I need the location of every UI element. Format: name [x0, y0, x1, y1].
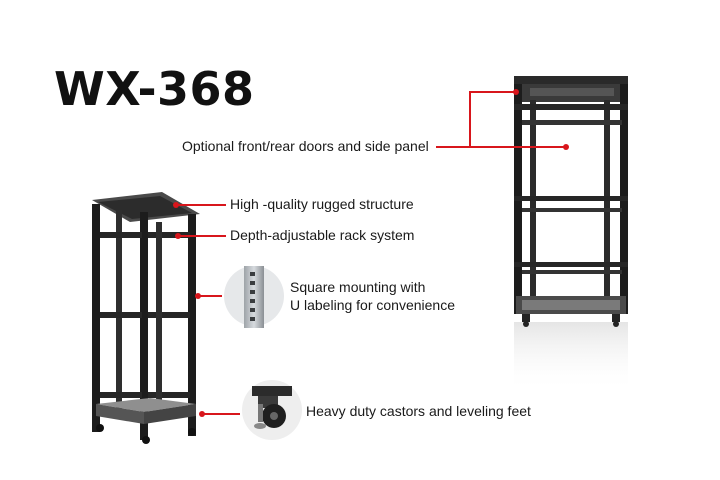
callout-mounting-label-line1: Square mounting with: [290, 279, 426, 295]
callout-castors-label: Heavy duty castors and leveling feet: [306, 403, 531, 419]
callout-structure-label: High -quality rugged structure: [230, 196, 414, 212]
model-title: WX-368: [54, 62, 255, 116]
callout-dot-structure: [173, 202, 179, 208]
callout-dot-rack-system: [175, 233, 181, 239]
callout-lines: [176, 91, 566, 415]
callout-dot-doors: [563, 144, 569, 150]
castor-closeup: [242, 380, 302, 440]
callout-dot-mounting: [195, 293, 201, 299]
rack-frame-main: [92, 192, 200, 444]
callout-dot-castors: [199, 411, 205, 417]
callout-doors-label: Optional front/rear doors and side panel: [182, 138, 429, 154]
callout-rack-system-label: Depth-adjustable rack system: [230, 227, 415, 243]
callout-dots: [173, 89, 569, 417]
callout-dot-doors-top: [513, 89, 519, 95]
mounting-rail-closeup: [224, 266, 284, 328]
callout-line-doors: [436, 91, 516, 148]
rack-frame-front: [514, 76, 628, 392]
callout-mounting-label-line2: U labeling for convenience: [290, 297, 455, 313]
